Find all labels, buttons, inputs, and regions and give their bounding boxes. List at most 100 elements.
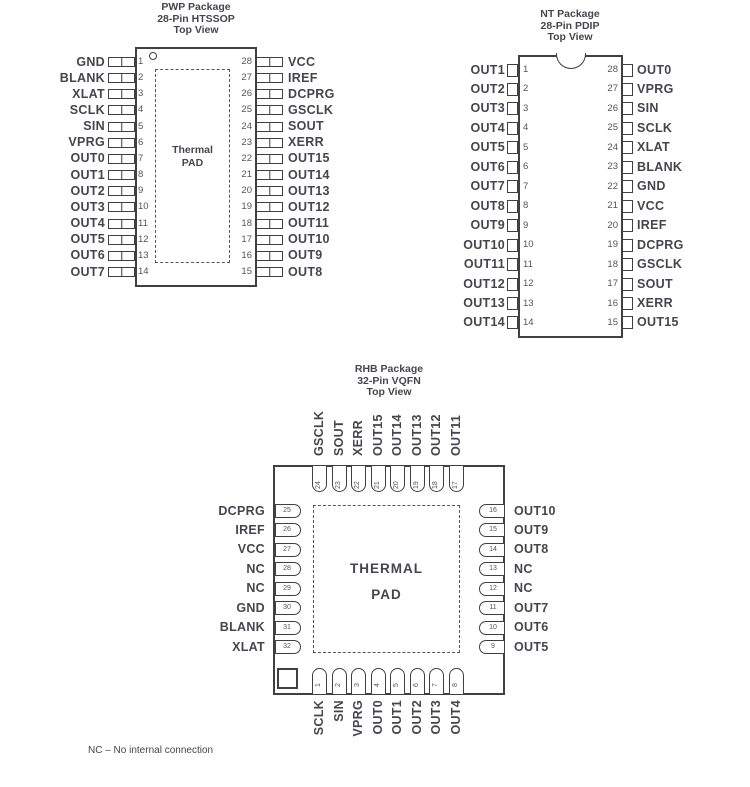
pwp-pin-19-stub bbox=[256, 202, 283, 213]
rhb-pin-8-number: 8 bbox=[451, 683, 459, 687]
rhb-pin-22-label: XERR bbox=[351, 420, 365, 456]
rhb-pin-29-number: 29 bbox=[283, 584, 291, 592]
nt-pin-3-label: OUT3 bbox=[470, 101, 505, 116]
rhb-pin-19-stub bbox=[409, 465, 425, 492]
pwp-pad-line-1: Thermal bbox=[172, 144, 213, 156]
rhb-pin-21-label: OUT15 bbox=[370, 414, 385, 456]
nt-pin-11-number: 11 bbox=[523, 258, 533, 270]
pwp-pin-26-stub bbox=[256, 89, 283, 100]
rhb-pin-12-stub bbox=[479, 581, 505, 596]
rhb-pin-13-number: 13 bbox=[489, 565, 497, 573]
nt-pin-18-stub bbox=[622, 258, 633, 272]
nt-pin-28-stub bbox=[622, 63, 633, 77]
nt-pin-5-stub bbox=[507, 141, 518, 155]
pwp-pin-9-number: 9 bbox=[138, 185, 144, 197]
nt-pin-28-label: OUT0 bbox=[637, 62, 672, 77]
rhb-pin-4-stub bbox=[370, 668, 386, 695]
rhb-pin-26-stub bbox=[275, 523, 301, 538]
pwp-pin-28-stub bbox=[256, 57, 283, 67]
nt-pin-13-stub bbox=[507, 297, 518, 311]
nt-pin-1-number: 1 bbox=[523, 64, 529, 75]
nt-pin-3-number: 3 bbox=[523, 102, 529, 114]
nt-pin-10-stub bbox=[507, 238, 518, 252]
rhb-pin-31-number: 31 bbox=[283, 623, 291, 631]
rhb-pin-25-label: DCPRG bbox=[218, 503, 265, 518]
nt-pin-1-label: OUT1 bbox=[470, 62, 505, 77]
nt-pin-11-label: OUT11 bbox=[463, 257, 505, 272]
pwp-pin-9-label: OUT2 bbox=[70, 183, 105, 198]
pwp-pin-13-number: 13 bbox=[138, 249, 149, 261]
nt-pin-4-number: 4 bbox=[523, 122, 529, 134]
rhb-pin-26-number: 26 bbox=[283, 526, 291, 534]
nt-pin-13-label: OUT13 bbox=[463, 296, 505, 311]
nt-pin-24-stub bbox=[622, 141, 633, 155]
nt-title-line-2: 28-Pin PDIP bbox=[540, 19, 600, 32]
pwp-pin-23-number: 23 bbox=[241, 136, 252, 148]
rhb-pin-8-stub bbox=[448, 668, 464, 695]
rhb-pin-12-label: NC bbox=[514, 581, 533, 596]
nt-pin-11-stub bbox=[507, 258, 518, 272]
nt-pin-2-number: 2 bbox=[523, 83, 529, 95]
rhb-pin-6-label: OUT2 bbox=[409, 700, 424, 735]
nt-pin-21-stub bbox=[622, 199, 633, 213]
rhb-pin-9-label: OUT5 bbox=[514, 639, 549, 654]
rhb-pin-15-label: OUT9 bbox=[514, 522, 549, 537]
rhb-pin-14-number: 14 bbox=[489, 545, 497, 553]
rhb-pin-2-stub bbox=[331, 668, 347, 695]
pwp-pin-22-stub bbox=[256, 153, 283, 164]
nt-pin-25-number: 25 bbox=[607, 122, 618, 134]
pwp-pin-1-stub bbox=[108, 57, 135, 67]
rhb-pin-23-label: SOUT bbox=[331, 420, 346, 456]
pwp-pin-12-label: OUT5 bbox=[70, 232, 105, 247]
pwp-pin-22-number: 22 bbox=[241, 152, 252, 164]
pwp-pin-2-label: BLANK bbox=[59, 70, 105, 85]
pwp-pin-20-stub bbox=[256, 186, 283, 197]
nt-pin-12-number: 12 bbox=[523, 278, 534, 290]
pwp-pin-25-number: 25 bbox=[241, 104, 252, 116]
rhb-pin-5-number: 5 bbox=[393, 683, 400, 687]
rhb-pin-20-label: OUT14 bbox=[390, 414, 404, 456]
rhb-pin-1-label: SCLK bbox=[312, 700, 326, 736]
pwp-pin-16-label: OUT9 bbox=[288, 248, 323, 263]
nt-pin-20-label: IREF bbox=[637, 218, 667, 233]
rhb-pin-11-number: 11 bbox=[489, 604, 497, 612]
rhb-pin-12-number: 12 bbox=[489, 584, 497, 592]
nt-pin-12-stub bbox=[507, 277, 518, 291]
pwp-pin-5-label: SIN bbox=[83, 119, 105, 134]
nt-pin-7-number: 7 bbox=[523, 180, 529, 192]
rhb-pin-17-stub bbox=[448, 465, 464, 492]
pwp-pin-6-number: 6 bbox=[138, 136, 144, 148]
rhb-pin-19-label: OUT13 bbox=[409, 414, 424, 456]
pwp-pin-3-stub bbox=[108, 89, 135, 100]
nt-pin-2-label: OUT2 bbox=[470, 81, 505, 96]
rhb-pin-11-stub bbox=[479, 601, 505, 616]
rhb-pin-28-number: 28 bbox=[283, 565, 291, 573]
rhb-package-body bbox=[273, 465, 505, 695]
pwp-pin-18-stub bbox=[256, 218, 283, 229]
nt-pin-14-label: OUT14 bbox=[463, 315, 505, 330]
pwp-pin-22-label: OUT15 bbox=[288, 151, 330, 166]
pwp-pin-3-label: XLAT bbox=[72, 86, 105, 101]
rhb-pin-6-number: 6 bbox=[412, 683, 420, 687]
pwp-pin-27-number: 27 bbox=[241, 72, 252, 84]
nt-pin-17-label: SOUT bbox=[637, 276, 673, 291]
pwp-pin-5-number: 5 bbox=[138, 120, 144, 132]
rhb-pin-22-number: 22 bbox=[354, 481, 361, 489]
pwp-package-title: PWP Package 28-Pin HTSSOP Top View bbox=[96, 1, 296, 37]
pwp-pin-4-stub bbox=[108, 105, 135, 116]
rhb-pin-2-number: 2 bbox=[334, 683, 342, 687]
pwp-pin-10-stub bbox=[108, 202, 135, 213]
nt-pin-18-number: 18 bbox=[607, 258, 618, 270]
nt-pin-22-stub bbox=[622, 180, 633, 194]
rhb-pin-27-stub bbox=[275, 542, 301, 557]
rhb-pin-19-number: 19 bbox=[412, 481, 420, 489]
rhb-pin-30-label: GND bbox=[236, 600, 265, 615]
nt-pin-17-number: 17 bbox=[607, 278, 618, 290]
pwp-pin-19-label: OUT12 bbox=[288, 199, 330, 214]
pwp-pin-28-number: 28 bbox=[241, 56, 252, 67]
nt-pin-27-number: 27 bbox=[607, 83, 618, 95]
rhb-pin-25-stub bbox=[275, 504, 301, 518]
pwp-pin-21-label: OUT14 bbox=[288, 167, 330, 182]
nt-pin-26-label: SIN bbox=[637, 101, 659, 116]
pwp-pin-21-number: 21 bbox=[241, 169, 252, 181]
